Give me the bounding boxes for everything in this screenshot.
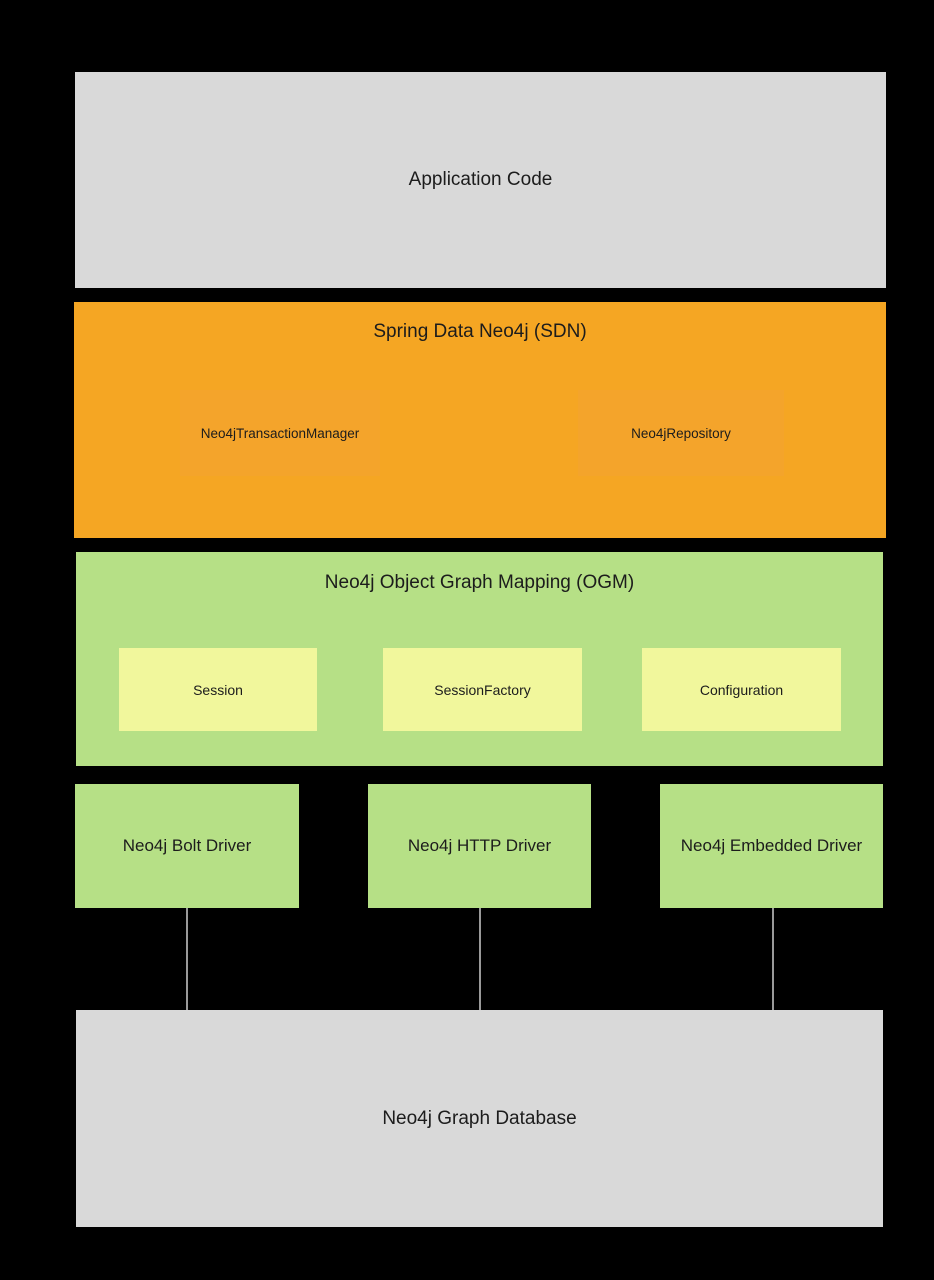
connector-line-http-to-database — [479, 908, 481, 1010]
driver-neo4j-embedded: Neo4j Embedded Driver — [660, 784, 883, 908]
layer-spring-data-neo4j-label: Spring Data Neo4j (SDN) — [373, 321, 587, 342]
component-session-factory-label: SessionFactory — [434, 681, 531, 698]
driver-neo4j-embedded-label: Neo4j Embedded Driver — [680, 836, 863, 855]
layer-neo4j-graph-database: Neo4j Graph Database — [76, 1010, 883, 1227]
driver-neo4j-http: Neo4j HTTP Driver — [368, 784, 591, 908]
component-session-factory: SessionFactory — [383, 648, 582, 731]
component-configuration: Configuration — [642, 648, 841, 731]
component-session: Session — [119, 648, 317, 731]
component-configuration-label: Configuration — [699, 681, 784, 698]
driver-neo4j-http-label: Neo4j HTTP Driver — [407, 836, 552, 855]
component-neo4j-repository-label: Neo4jRepository — [631, 425, 731, 441]
layer-application-code-label: Application Code — [408, 169, 553, 190]
layer-neo4j-ogm-label: Neo4j Object Graph Mapping (OGM) — [324, 572, 635, 593]
layer-neo4j-ogm: Neo4j Object Graph Mapping (OGM) Session… — [76, 552, 883, 766]
driver-neo4j-bolt: Neo4j Bolt Driver — [75, 784, 299, 908]
driver-neo4j-bolt-label: Neo4j Bolt Driver — [122, 836, 252, 855]
component-neo4j-transaction-manager-label: Neo4jTransactionManager — [200, 425, 360, 441]
connector-line-bolt-to-database — [186, 908, 188, 1010]
component-session-label: Session — [193, 681, 243, 698]
layer-neo4j-graph-database-label: Neo4j Graph Database — [382, 1107, 577, 1129]
component-neo4j-transaction-manager: Neo4jTransactionManager — [180, 390, 380, 476]
connector-line-embedded-to-database — [772, 908, 774, 1010]
layer-spring-data-neo4j: Spring Data Neo4j (SDN) Neo4jTransaction… — [74, 302, 886, 538]
layer-application-code: Application Code — [75, 72, 886, 288]
component-neo4j-repository: Neo4jRepository — [578, 390, 784, 476]
